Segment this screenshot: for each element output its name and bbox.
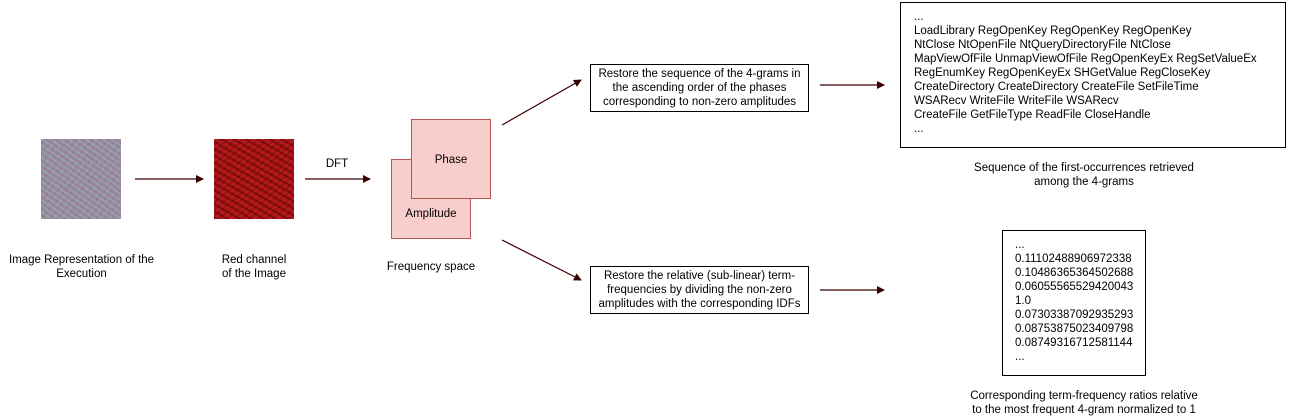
- restore-frequencies-line-1: Restore the relative (sub-linear) term-: [603, 270, 796, 282]
- ratio-line: ...: [1015, 239, 1025, 251]
- restore-sequence-line-3: corresponding to non-zero amplitudes: [602, 96, 797, 108]
- api-sequence-line: CreateFile GetFileType ReadFile CloseHan…: [914, 109, 1151, 121]
- dft-label: DFT: [325, 158, 349, 170]
- api-sequence-line: WSARecv WriteFile WriteFile WSARecv: [914, 95, 1119, 107]
- restore-frequencies-line-3: amplitudes with the corresponding IDFs: [598, 298, 801, 310]
- restore-frequencies-step: Restore the relative (sub-linear) term- …: [590, 266, 809, 314]
- ratio-line: 0.10486365364502688: [1015, 267, 1134, 279]
- ratio-line: 0.08749316712581144: [1015, 337, 1133, 349]
- ratio-line: 0.11102488906972338: [1015, 253, 1132, 265]
- ratio-line: 0.07303387092935293: [1015, 309, 1134, 321]
- arrow-frequency-to-bottom-step: [501, 239, 582, 281]
- restore-sequence-step: Restore the sequence of the 4-grams in t…: [590, 64, 809, 112]
- term-frequency-ratio-box: ... 0.11102488906972338 0.10486365364502…: [1002, 230, 1146, 376]
- restore-frequencies-line-2: frequencies by dividing the non-zero: [607, 284, 792, 296]
- term-frequency-caption-line-1: Corresponding term-frequency ratios rela…: [970, 390, 1198, 402]
- api-sequence-line: ...: [914, 123, 924, 135]
- api-sequence-line: ...: [914, 11, 924, 23]
- ratio-line: 1.0: [1015, 295, 1031, 307]
- ratio-line: ...: [1015, 351, 1025, 363]
- api-sequence-box: ... LoadLibrary RegOpenKey RegOpenKey Re…: [900, 2, 1286, 148]
- execution-image-caption-line-2: Execution: [56, 268, 107, 280]
- api-sequence-line: CreateDirectory CreateDirectory CreateFi…: [914, 81, 1199, 93]
- amplitude-label: Amplitude: [405, 208, 457, 220]
- red-channel-caption-line-1: Red channel: [221, 254, 287, 266]
- red-channel-caption-line-2: of the Image: [222, 268, 286, 280]
- ratio-line: 0.08753875023409798: [1015, 323, 1134, 335]
- api-sequence-line: NtClose NtOpenFile NtQueryDirectoryFile …: [914, 39, 1171, 51]
- term-frequency-caption-line-2: to the most frequent 4-gram normalized t…: [972, 404, 1196, 416]
- api-sequence-line: RegEnumKey RegOpenKeyEx SHGetValue RegCl…: [914, 67, 1211, 79]
- ratio-line: 0.06055565529420043: [1015, 281, 1134, 293]
- api-sequence-line: MapViewOfFile UnmapViewOfFile RegOpenKey…: [914, 53, 1257, 65]
- execution-image-caption-line-1: Image Representation of the: [8, 254, 155, 266]
- restore-sequence-line-2: the ascending order of the phases: [612, 82, 787, 94]
- api-sequence-caption: Sequence of the first-occurrences retrie…: [934, 161, 1234, 189]
- phase-box: Phase: [411, 119, 491, 199]
- execution-image: [41, 139, 121, 219]
- phase-label: Phase: [434, 154, 468, 166]
- frequency-space-caption: Frequency space: [386, 261, 476, 273]
- arrow-frequency-to-top-step: [501, 79, 582, 126]
- term-frequency-caption: Corresponding term-frequency ratios rela…: [934, 389, 1234, 417]
- api-sequence-caption-line-2: among the 4-grams: [1034, 176, 1134, 188]
- api-sequence-caption-line-1: Sequence of the first-occurrences retrie…: [974, 162, 1194, 174]
- red-channel-image: [214, 139, 294, 219]
- red-channel-caption: Red channel of the Image: [204, 253, 304, 281]
- restore-sequence-line-1: Restore the sequence of the 4-grams in: [598, 68, 801, 80]
- api-sequence-line: LoadLibrary RegOpenKey RegOpenKey RegOpe…: [914, 25, 1192, 37]
- execution-image-caption: Image Representation of the Execution: [0, 253, 163, 281]
